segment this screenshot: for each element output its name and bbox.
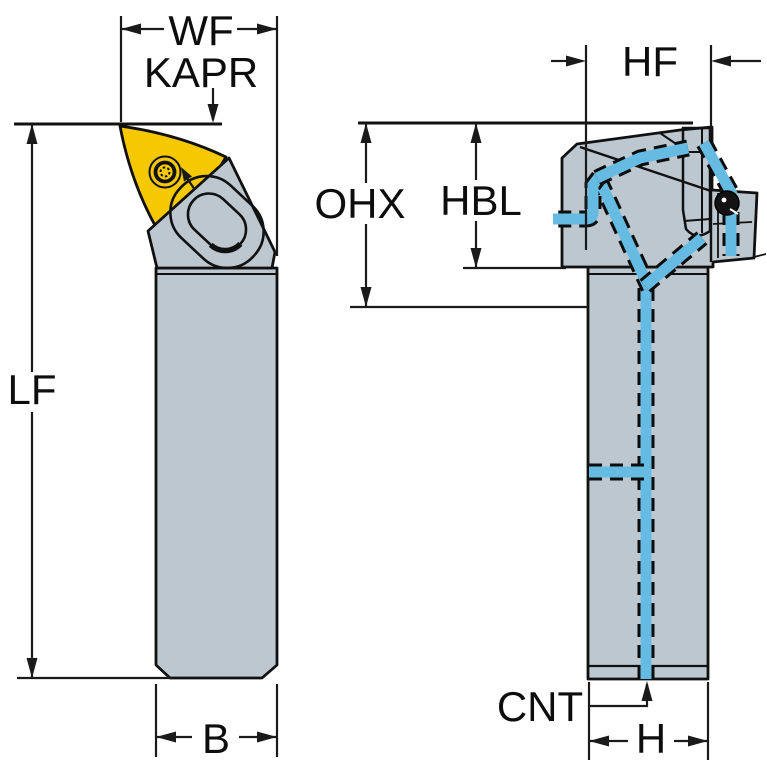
insert-edge-arrow-line bbox=[186, 177, 196, 191]
clamp-screw-head bbox=[714, 190, 740, 216]
b-arrowhead-left bbox=[156, 731, 176, 743]
ohx-arrowhead-bottom bbox=[360, 287, 372, 307]
label-h: H bbox=[636, 715, 666, 762]
coolant-clamp-branch bbox=[699, 140, 738, 199]
clamp-shadow-arc bbox=[208, 241, 243, 254]
clamp-outer-ring bbox=[169, 174, 265, 270]
label-hbl: HBL bbox=[440, 177, 522, 224]
b-arrowhead-right bbox=[257, 731, 277, 743]
coolant-head-diagonal bbox=[594, 176, 654, 291]
wf-arrowhead-left bbox=[121, 23, 141, 35]
h-arrowhead-left bbox=[589, 735, 609, 747]
insert-edge-arrow bbox=[181, 167, 196, 191]
side-view bbox=[553, 125, 767, 681]
clamp-obround bbox=[169, 174, 265, 270]
label-kapr: KAPR bbox=[144, 49, 258, 96]
dim-hf bbox=[551, 45, 761, 250]
screw-outer-circle bbox=[148, 155, 182, 189]
label-b: B bbox=[202, 715, 230, 762]
label-wf: WF bbox=[168, 7, 233, 54]
dim-cnt bbox=[588, 681, 653, 708]
dim-wf bbox=[119, 16, 279, 256]
kapr-arrowhead bbox=[207, 104, 219, 123]
lf-arrowhead-bottom bbox=[26, 658, 38, 678]
cnt-arrowhead bbox=[641, 681, 653, 701]
dim-ohx bbox=[360, 123, 372, 307]
hbl-arrowhead-bottom bbox=[470, 248, 482, 268]
lf-arrowhead-top bbox=[26, 124, 38, 144]
label-hf: HF bbox=[622, 38, 678, 85]
coolant-lower-nozzle bbox=[641, 233, 706, 291]
label-cnt: CNT bbox=[497, 683, 583, 730]
hf-arrowhead-right bbox=[711, 55, 731, 67]
label-lf: LF bbox=[7, 366, 56, 413]
label-ohx: OHX bbox=[314, 180, 405, 227]
hbl-arrowhead-top bbox=[470, 123, 482, 143]
insert-edge-arrowhead bbox=[181, 167, 192, 182]
dim-h bbox=[587, 682, 710, 760]
coolant-top-nozzle bbox=[594, 142, 690, 183]
hf-arrowhead-left bbox=[566, 55, 586, 67]
clamp-screw-highlight-line bbox=[729, 208, 739, 215]
h-arrowhead-right bbox=[688, 735, 708, 747]
wf-arrowhead-right bbox=[257, 23, 277, 35]
front-shank bbox=[154, 266, 279, 680]
dim-lf bbox=[17, 124, 172, 680]
side-insert-seat-line bbox=[683, 218, 711, 222]
dim-b bbox=[154, 684, 279, 757]
screw-ring bbox=[153, 160, 177, 184]
clamp-block-tab-line bbox=[753, 253, 767, 258]
dim-hbl bbox=[470, 123, 482, 268]
front-view bbox=[118, 124, 279, 680]
ohx-arrowhead-top bbox=[360, 123, 372, 143]
clamp-arm-edge-line bbox=[579, 145, 712, 193]
dimension-annotations bbox=[14, 16, 761, 760]
dimension-labels: WF KAPR LF B HF OHX HBL CNT H bbox=[7, 7, 678, 762]
insert-screw bbox=[148, 155, 182, 189]
coolant-channels bbox=[553, 138, 741, 679]
dim-kapr bbox=[207, 88, 219, 123]
screw-torx-socket bbox=[159, 166, 171, 178]
clamp-screw-highlight-dot bbox=[721, 197, 727, 203]
clamp-screw bbox=[714, 190, 740, 216]
